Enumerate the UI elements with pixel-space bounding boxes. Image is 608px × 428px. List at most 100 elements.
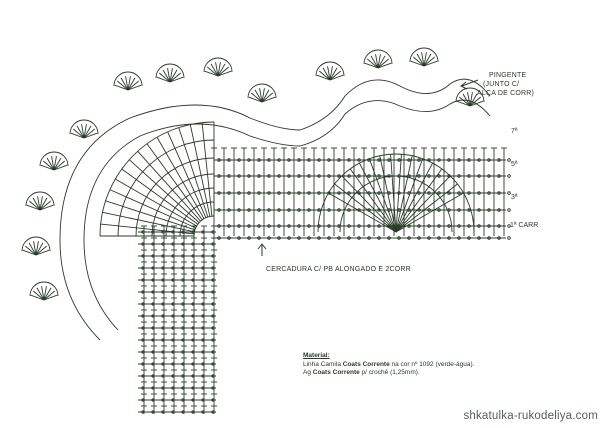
chain-dot (161, 410, 165, 414)
fan-stitch (366, 58, 379, 69)
corner-arc-rows (99, 121, 215, 237)
fan-stitch (458, 96, 471, 107)
chain-dot (257, 224, 261, 228)
corner-arc-row (99, 121, 215, 237)
edge-fan (21, 236, 51, 256)
fan-stitch (114, 84, 129, 91)
horizontal-grid-stitches (138, 158, 511, 414)
chain-dot (181, 374, 185, 378)
corner-radial-stitch (201, 122, 213, 217)
chain-dot (181, 302, 185, 306)
chain-dot (171, 350, 175, 354)
chain-dot (161, 254, 165, 258)
chain-dot (497, 191, 501, 195)
fan-edge (25, 191, 55, 207)
corner-radial-stitch (109, 189, 196, 229)
fan-stitch (261, 89, 270, 103)
chain-dot (201, 302, 205, 306)
fan-stitch (39, 204, 54, 211)
fan-stitch (83, 128, 96, 139)
chain-dot (467, 208, 471, 212)
chain-dot (427, 224, 431, 228)
chain-dot (151, 278, 155, 282)
chain-dot (467, 224, 471, 228)
fan-stitch (169, 76, 184, 83)
fan-edge (455, 87, 485, 103)
fan-stitch (35, 241, 39, 256)
chain-dot (161, 338, 165, 342)
fan-stitch (51, 156, 55, 171)
cercadura-label: CERCADURA C/ PB ALONGADO E 2CORR (266, 266, 411, 273)
chain-dot (347, 236, 351, 240)
fan-stitch (127, 76, 131, 91)
fan-stitch (423, 60, 438, 67)
fan-stitch (162, 69, 171, 83)
chain-dot (217, 208, 221, 212)
chain-dot (141, 278, 145, 282)
chain-dot (171, 386, 175, 390)
fan-stitch (127, 84, 142, 91)
chain-dot (507, 208, 511, 212)
chain-dot (407, 236, 411, 240)
chain-dot (457, 191, 461, 195)
chain-dot (171, 410, 175, 414)
chain-dot (201, 350, 205, 354)
chain-dot (297, 224, 301, 228)
chain-dot (497, 236, 501, 240)
fan-stitch (46, 157, 55, 171)
chain-dot (307, 174, 311, 178)
corner-radial-stitch (137, 150, 201, 222)
fan-edge (363, 49, 393, 65)
fan-stitch (53, 160, 66, 171)
chain-dot (447, 236, 451, 240)
chain-dot (211, 302, 215, 306)
fan-stitch (33, 241, 37, 256)
fan-stitch (28, 200, 41, 211)
chain-dot (277, 224, 281, 228)
chain-dot (151, 350, 155, 354)
chain-dot (417, 174, 421, 178)
chain-dot (191, 254, 195, 258)
chain-dot (417, 158, 421, 162)
fan-stitch (329, 70, 342, 81)
fan-stitch (72, 128, 85, 139)
fan-stitch (217, 66, 230, 77)
chain-dot (357, 174, 361, 178)
chain-dot (277, 174, 281, 178)
chain-dot (211, 398, 215, 402)
chain-dot (151, 254, 155, 258)
chain-dot (191, 290, 195, 294)
chain-dot (297, 174, 301, 178)
chain-dot (257, 208, 261, 212)
fan-stitch (70, 132, 85, 139)
chain-dot (287, 174, 291, 178)
chain-dot (437, 174, 441, 178)
outer-scallop (59, 78, 491, 341)
fan-stitch (329, 66, 333, 81)
fan-stitch (42, 160, 55, 171)
chain-dot (227, 236, 231, 240)
chain-dot (307, 224, 311, 228)
chain-dot (347, 208, 351, 212)
fan-stitch (37, 196, 41, 211)
row-3-label: 3ª (511, 194, 518, 201)
edge-fan (409, 47, 439, 67)
fan-stitch (169, 69, 178, 83)
chain-dot (487, 208, 491, 212)
edge-fan (155, 63, 185, 83)
chain-dot (201, 242, 205, 246)
fan-spoke (395, 162, 434, 233)
fan-stitch (43, 290, 56, 301)
chain-dot (237, 208, 241, 212)
chain-dot (201, 290, 205, 294)
material-heading: Material: (303, 352, 330, 359)
chain-dot (141, 374, 145, 378)
chain-dot (337, 208, 341, 212)
pingente-arrow (460, 79, 479, 90)
fan-stitch (35, 245, 48, 256)
corner-arc-row (179, 201, 215, 237)
fan-stitch (53, 164, 68, 171)
chain-dot (357, 158, 361, 162)
fan-stitch (120, 77, 129, 91)
